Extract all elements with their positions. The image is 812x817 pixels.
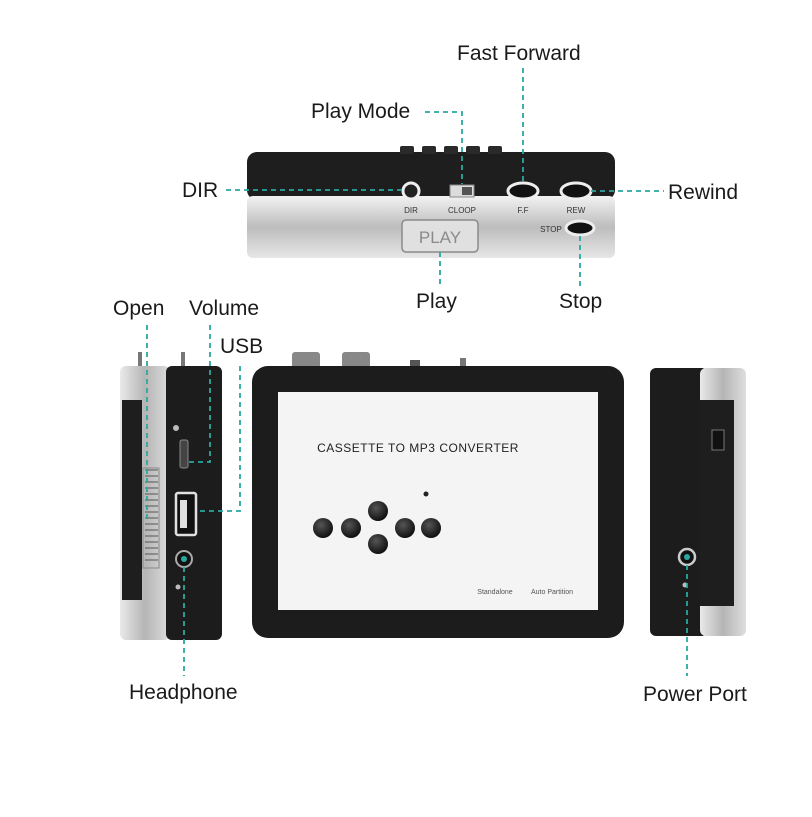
- dir-button[interactable]: [401, 181, 421, 201]
- device-right-side-view: [650, 368, 746, 636]
- play-button-label: PLAY: [419, 228, 461, 247]
- fast-forward-button[interactable]: [506, 181, 540, 201]
- open-slider[interactable]: [142, 467, 160, 569]
- front-button-bottom[interactable]: [368, 534, 388, 554]
- device-front-view: CASSETTE TO MP3 CONVERTER Standalone Aut…: [252, 352, 624, 638]
- mini-label-rew: REW: [567, 206, 586, 215]
- volume-wheel[interactable]: [179, 439, 189, 469]
- headphone-label: Headphone: [129, 681, 238, 704]
- front-button-top[interactable]: [368, 501, 388, 521]
- dir-label: DIR: [182, 179, 219, 202]
- device-left-side-view: [120, 352, 222, 640]
- stop-mini-label: STOP: [540, 225, 562, 234]
- front-title: CASSETTE TO MP3 CONVERTER: [317, 441, 519, 455]
- standalone-label: Standalone: [477, 589, 513, 596]
- rewind-button[interactable]: [559, 181, 593, 201]
- fast-forward-label: Fast Forward: [457, 42, 581, 65]
- volume-label: Volume: [189, 297, 260, 320]
- play-mode-callout-line: [425, 111, 463, 184]
- mini-label-ff: F.F: [517, 206, 528, 215]
- usb-label: USB: [220, 335, 264, 358]
- volume-callout-line: [188, 325, 211, 463]
- status-led: [423, 491, 429, 497]
- play-label: Play: [416, 290, 457, 313]
- power-port-label: Power Port: [643, 683, 747, 706]
- mini-label-dir: DIR: [404, 206, 418, 215]
- rewind-label: Rewind: [668, 181, 739, 204]
- device-top-view: DIR CLOOP F.F REW PLAY STOP: [247, 146, 615, 258]
- front-button-2[interactable]: [341, 518, 361, 538]
- stop-label: Stop: [559, 290, 603, 313]
- mini-label-cloop: CLOOP: [448, 206, 476, 215]
- front-button-4[interactable]: [421, 518, 441, 538]
- stop-button[interactable]: [564, 219, 596, 237]
- callout-lines: [146, 68, 688, 676]
- auto-partition-label: Auto Partition: [531, 589, 573, 596]
- front-button-3[interactable]: [395, 518, 415, 538]
- usb-callout-line: [196, 366, 241, 512]
- play-mode-label: Play Mode: [311, 100, 411, 123]
- front-button-1[interactable]: [313, 518, 333, 538]
- front-panel: [278, 392, 598, 610]
- right-black-side: [650, 368, 708, 636]
- open-label: Open: [113, 297, 165, 320]
